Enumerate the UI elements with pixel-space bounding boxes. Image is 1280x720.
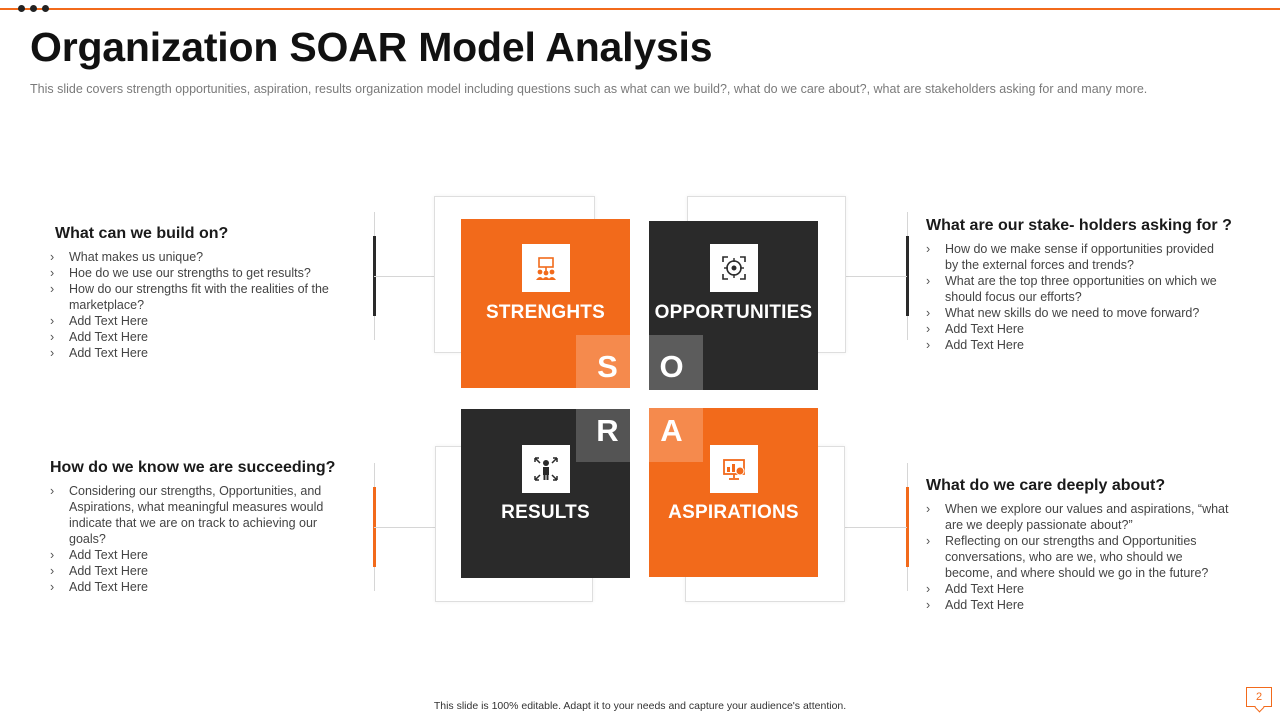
list-item: What makes us unique? [50, 249, 350, 265]
team-presentation-icon [521, 244, 570, 292]
list-item: Add Text Here [926, 581, 1231, 597]
list-item: Add Text Here [926, 321, 1226, 337]
connector-line-stakeholders [845, 276, 907, 277]
panel-succeeding-list: Considering our strengths, Opportunities… [50, 483, 350, 595]
aspirations-box: ASPIRATIONS [649, 408, 818, 577]
page-subtitle: This slide covers strength opportunities… [30, 82, 1148, 96]
letter-a: A [640, 399, 703, 462]
panel-build: What can we build on? What makes us uniq… [50, 225, 350, 361]
results-label: RESULTS [501, 502, 590, 523]
page-number: 2 [1246, 687, 1272, 707]
letter-r: R [576, 399, 639, 462]
list-item: Add Text Here [50, 329, 350, 345]
list-item: What are the top three opportunities on … [926, 273, 1226, 305]
list-item: How do our strengths fit with the realit… [50, 281, 350, 313]
page-title: Organization SOAR Model Analysis [30, 24, 713, 70]
list-item: Add Text Here [50, 313, 350, 329]
monitor-chart-icon [709, 445, 758, 493]
list-item: When we explore our values and aspiratio… [926, 501, 1231, 533]
opportunities-box: OPPORTUNITIES [649, 221, 818, 390]
list-item: Add Text Here [50, 345, 350, 361]
list-item: What new skills do we need to move forwa… [926, 305, 1226, 321]
panel-care: What do we care deeply about? When we ex… [926, 477, 1231, 613]
list-item: How do we make sense if opportunities pr… [926, 241, 1226, 273]
list-item: Add Text Here [50, 547, 350, 563]
panel-succeeding-heading: How do we know we are succeeding? [50, 459, 336, 476]
connector-bar-care [906, 463, 909, 591]
panel-stakeholders-heading: What are our stake- holders asking for ? [926, 217, 1232, 234]
target-icon [709, 244, 758, 292]
results-box: RESULTS [461, 409, 630, 578]
letter-s: S [576, 335, 639, 398]
strengths-label: STRENGHTS [486, 302, 605, 323]
letter-o: O [640, 335, 703, 398]
strengths-box: STRENGHTS [461, 219, 630, 388]
opportunities-label: OPPORTUNITIES [654, 302, 813, 323]
panel-care-list: When we explore our values and aspiratio… [926, 501, 1231, 613]
connector-line-succeeding [374, 527, 436, 528]
list-item: Add Text Here [926, 337, 1226, 353]
decorative-dots [18, 5, 49, 12]
list-item: Add Text Here [50, 563, 350, 579]
connector-line-care [845, 527, 907, 528]
network-people-icon [521, 445, 570, 493]
panel-stakeholders: What are our stake- holders asking for ?… [926, 217, 1232, 353]
letter-grid-divider [576, 398, 704, 399]
aspirations-label: ASPIRATIONS [668, 502, 799, 523]
footer-note: This slide is 100% editable. Adapt it to… [433, 700, 847, 712]
panel-succeeding: How do we know we are succeeding? Consid… [50, 459, 350, 595]
connector-bar-stakeholders [906, 212, 909, 340]
soar-letter-grid: S O R A [576, 335, 704, 463]
panel-build-list: What makes us unique? Hoe do we use our … [50, 249, 350, 361]
list-item: Hoe do we use our strengths to get resul… [50, 265, 350, 281]
list-item: Add Text Here [50, 579, 350, 595]
panel-stakeholders-list: How do we make sense if opportunities pr… [926, 241, 1226, 353]
list-item: Add Text Here [926, 597, 1231, 613]
list-item: Reflecting on our strengths and Opportun… [926, 533, 1231, 581]
top-divider [0, 8, 1280, 10]
panel-build-heading: What can we build on? [55, 225, 229, 242]
connector-line-build [374, 276, 436, 277]
list-item: Considering our strengths, Opportunities… [50, 483, 350, 547]
panel-care-heading: What do we care deeply about? [926, 477, 1166, 494]
